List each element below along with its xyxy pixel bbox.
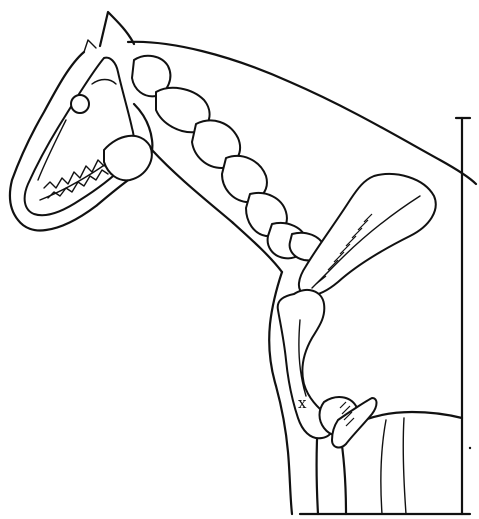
forearm-bones [320,397,377,447]
eye-orbit [71,95,89,113]
horse-body-outline [10,12,476,514]
scapula [299,174,436,295]
far-foreleg-outline-2 [403,418,406,514]
far-ear-outline [84,40,96,52]
stray-dot [469,447,471,449]
mandible-angle [104,136,152,180]
skull-outline [25,58,134,216]
far-foreleg-outline [381,420,386,514]
point-marker-x: x [298,394,307,412]
